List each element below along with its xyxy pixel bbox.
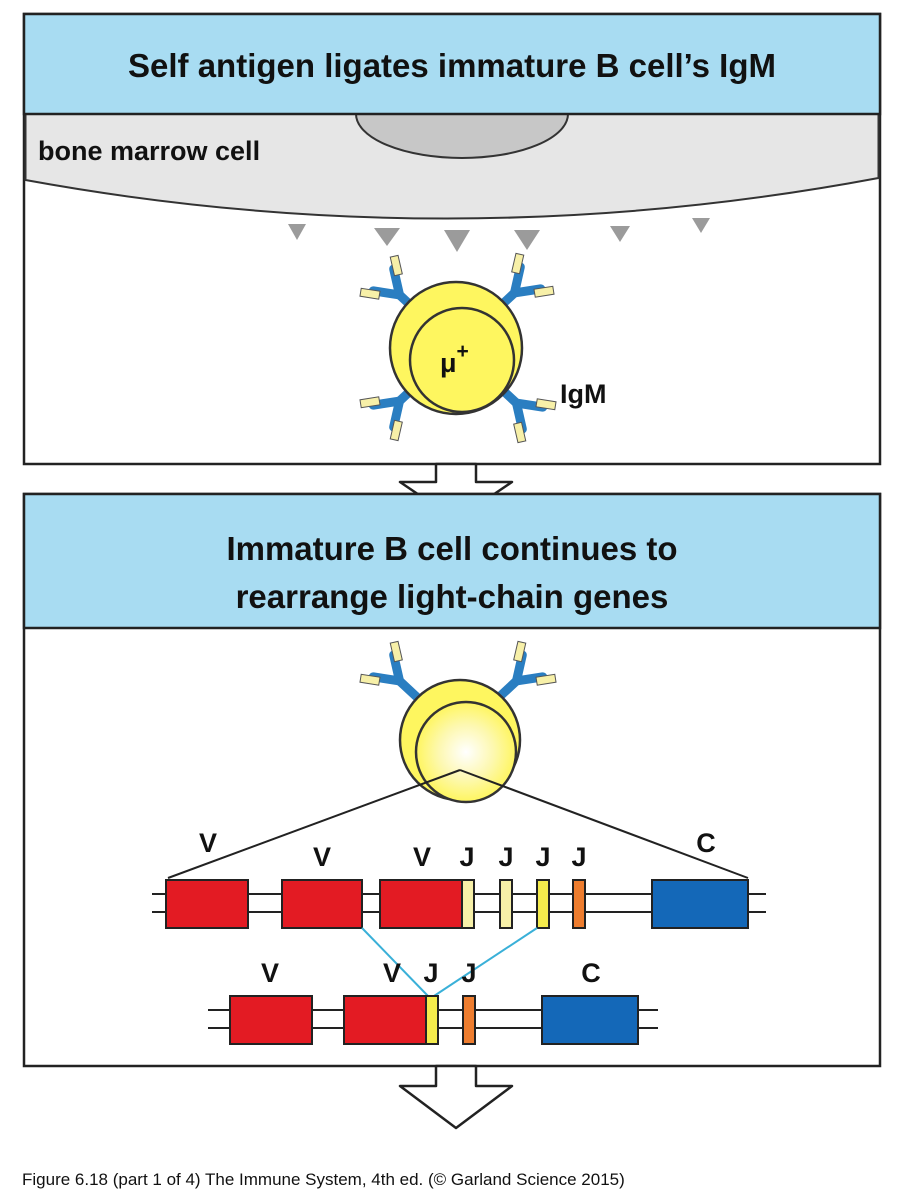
self-antigen-marker (514, 230, 540, 250)
mu-marker-label: μ+ (440, 340, 469, 378)
panel-bottom-title-line2: rearrange light-chain genes (236, 578, 669, 615)
j-segment-label: J (571, 842, 586, 872)
recombination-line (361, 927, 429, 997)
figure-caption: Figure 6.18 (part 1 of 4) The Immune Sys… (22, 1170, 625, 1189)
bone-marrow-cell (24, 113, 880, 220)
igm-label: IgM (560, 379, 607, 409)
bone-marrow-cell-label: bone marrow cell (38, 136, 260, 166)
panel-bottom: Immature B cell continues to rearrange l… (22, 492, 882, 1068)
j-segment-label: J (459, 842, 474, 872)
j-gene-segment (461, 879, 475, 929)
j-gene-segment (462, 995, 476, 1045)
zoom-line-right (459, 769, 749, 879)
c-segment-label: C (696, 828, 716, 858)
j-gene-segment (499, 879, 513, 929)
self-antigen-marker (374, 228, 400, 246)
v-gene-segment (165, 879, 249, 929)
j-gene-segment (536, 879, 550, 929)
c-gene-segment (541, 995, 639, 1045)
recombination-line (433, 927, 538, 997)
v-segment-label: V (413, 842, 431, 872)
self-antigen-marker (610, 226, 630, 242)
j-gene-segment (572, 879, 586, 929)
v-gene-segment (343, 995, 427, 1045)
j-segment-label: J (498, 842, 513, 872)
panel-bottom-header (22, 492, 882, 630)
v-segment-label: V (199, 828, 217, 858)
self-antigens (288, 218, 710, 252)
j-segment-label: J (461, 958, 476, 988)
b-cell-nucleus (408, 306, 516, 414)
v-gene-segment (229, 995, 313, 1045)
b-cell-nucleus (414, 700, 518, 804)
v-gene-segment (281, 879, 363, 929)
panel-top: Self antigen ligates immature B cell’s I… (22, 12, 882, 466)
v-segment-label: V (261, 958, 279, 988)
j-segment-label: J (423, 958, 438, 988)
bone-marrow-nucleus (354, 113, 570, 159)
self-antigen-marker (444, 230, 470, 252)
down-arrow-icon (398, 1064, 514, 1130)
panel-top-title: Self antigen ligates immature B cell’s I… (128, 47, 776, 84)
j-gene-segment (425, 995, 439, 1045)
light-chain-locus-rearranged: V V J J C (208, 958, 658, 1045)
panel-bottom-title-line1: Immature B cell continues to (226, 530, 677, 567)
self-antigen-marker (692, 218, 710, 233)
light-chain-locus-germline: V V V J J J J C (152, 828, 766, 929)
v-gene-segment (379, 879, 463, 929)
zoom-line-left (167, 769, 461, 879)
c-segment-label: C (581, 958, 601, 988)
v-segment-label: V (313, 842, 331, 872)
self-antigen-marker (288, 224, 306, 240)
immature-b-cell: μ+ (357, 250, 560, 445)
panel-top-header (22, 12, 882, 116)
j-segment-label: J (535, 842, 550, 872)
v-segment-label: V (383, 958, 401, 988)
c-gene-segment (651, 879, 749, 929)
